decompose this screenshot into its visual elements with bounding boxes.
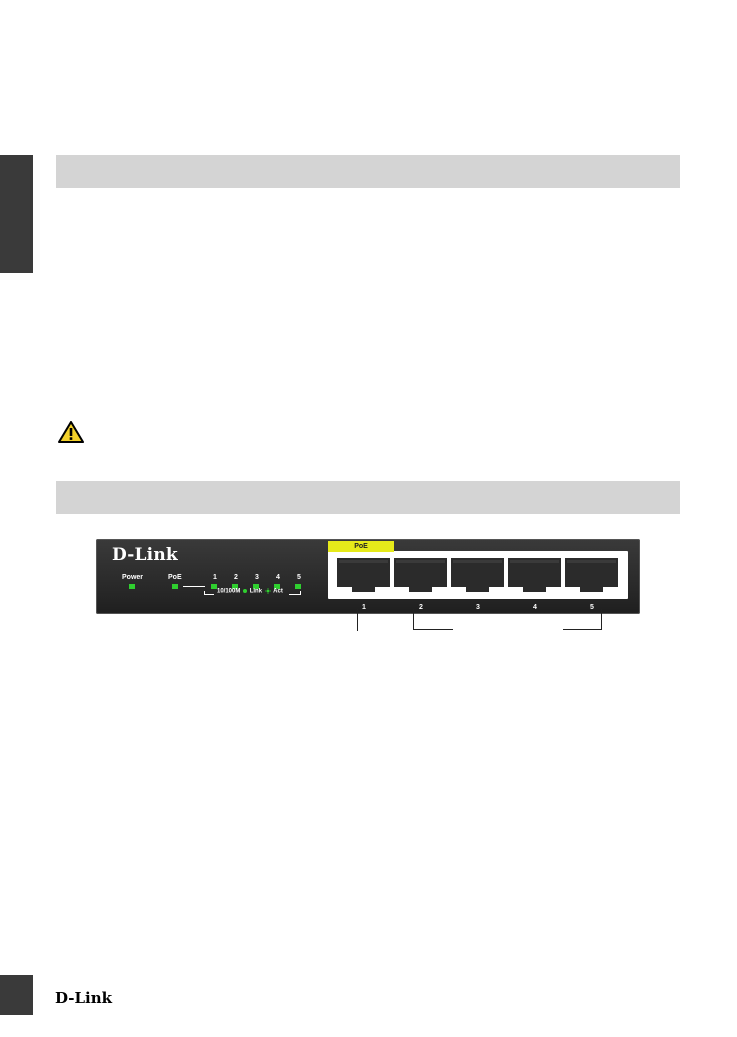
blinking-dot-icon (264, 588, 271, 594)
callout-port-1 (357, 609, 358, 631)
side-tab (0, 155, 33, 273)
port-number-4: 4 (533, 604, 537, 611)
port-led-2 (232, 584, 238, 589)
port-led-5 (295, 584, 301, 589)
led-label-4: 4 (276, 574, 280, 581)
led-label-5: 5 (297, 574, 301, 581)
section-header-bar-product-overview (56, 481, 680, 514)
callout-ports-2-5-right-arm (563, 629, 602, 630)
power-label: Power (122, 574, 144, 581)
legend-bracket-right (300, 591, 301, 595)
legend-act: Act (273, 588, 283, 595)
callout-ports-2-5-right (601, 609, 602, 630)
led-label-2: 2 (234, 574, 238, 581)
port-number-3: 3 (476, 604, 480, 611)
poe-label: PoE (168, 574, 182, 581)
ethernet-port-5[interactable] (565, 558, 618, 595)
warning-icon (58, 421, 84, 443)
page-number-tab (0, 975, 33, 1015)
switch-front-panel: D-Link Power PoE 1 2 3 4 5 10/100M Link … (96, 539, 640, 614)
led-label-3: 3 (255, 574, 259, 581)
port-led-4 (274, 584, 280, 589)
power-led (129, 584, 135, 589)
led-label-1: 1 (213, 574, 217, 581)
poe-led (172, 584, 178, 589)
port-number-5: 5 (590, 604, 594, 611)
link-dot-icon (243, 589, 248, 593)
footer-dlink-logo: D-Link (55, 989, 113, 1007)
ethernet-port-3[interactable] (451, 558, 504, 595)
led-legend: 10/100M Link Act (217, 588, 283, 595)
legend-bracket-left (204, 591, 205, 595)
callout-ports-2-5-left-arm (413, 629, 453, 630)
port-led-3 (253, 584, 259, 589)
port-led-1 (211, 584, 217, 589)
port-number-2: 2 (419, 604, 423, 611)
ethernet-port-1[interactable] (337, 558, 390, 595)
port-number-1: 1 (362, 604, 366, 611)
callout-ports-2-5-left (413, 609, 414, 630)
ethernet-port-2[interactable] (394, 558, 447, 595)
section-header-bar (56, 155, 680, 188)
legend-speed: 10/100M (217, 588, 241, 595)
ethernet-port-4[interactable] (508, 558, 561, 595)
legend-link: Link (249, 588, 263, 595)
poe-ports-tab: PoE (328, 541, 394, 552)
poe-led-line (183, 586, 205, 587)
dlink-logo: D-Link (112, 545, 178, 565)
